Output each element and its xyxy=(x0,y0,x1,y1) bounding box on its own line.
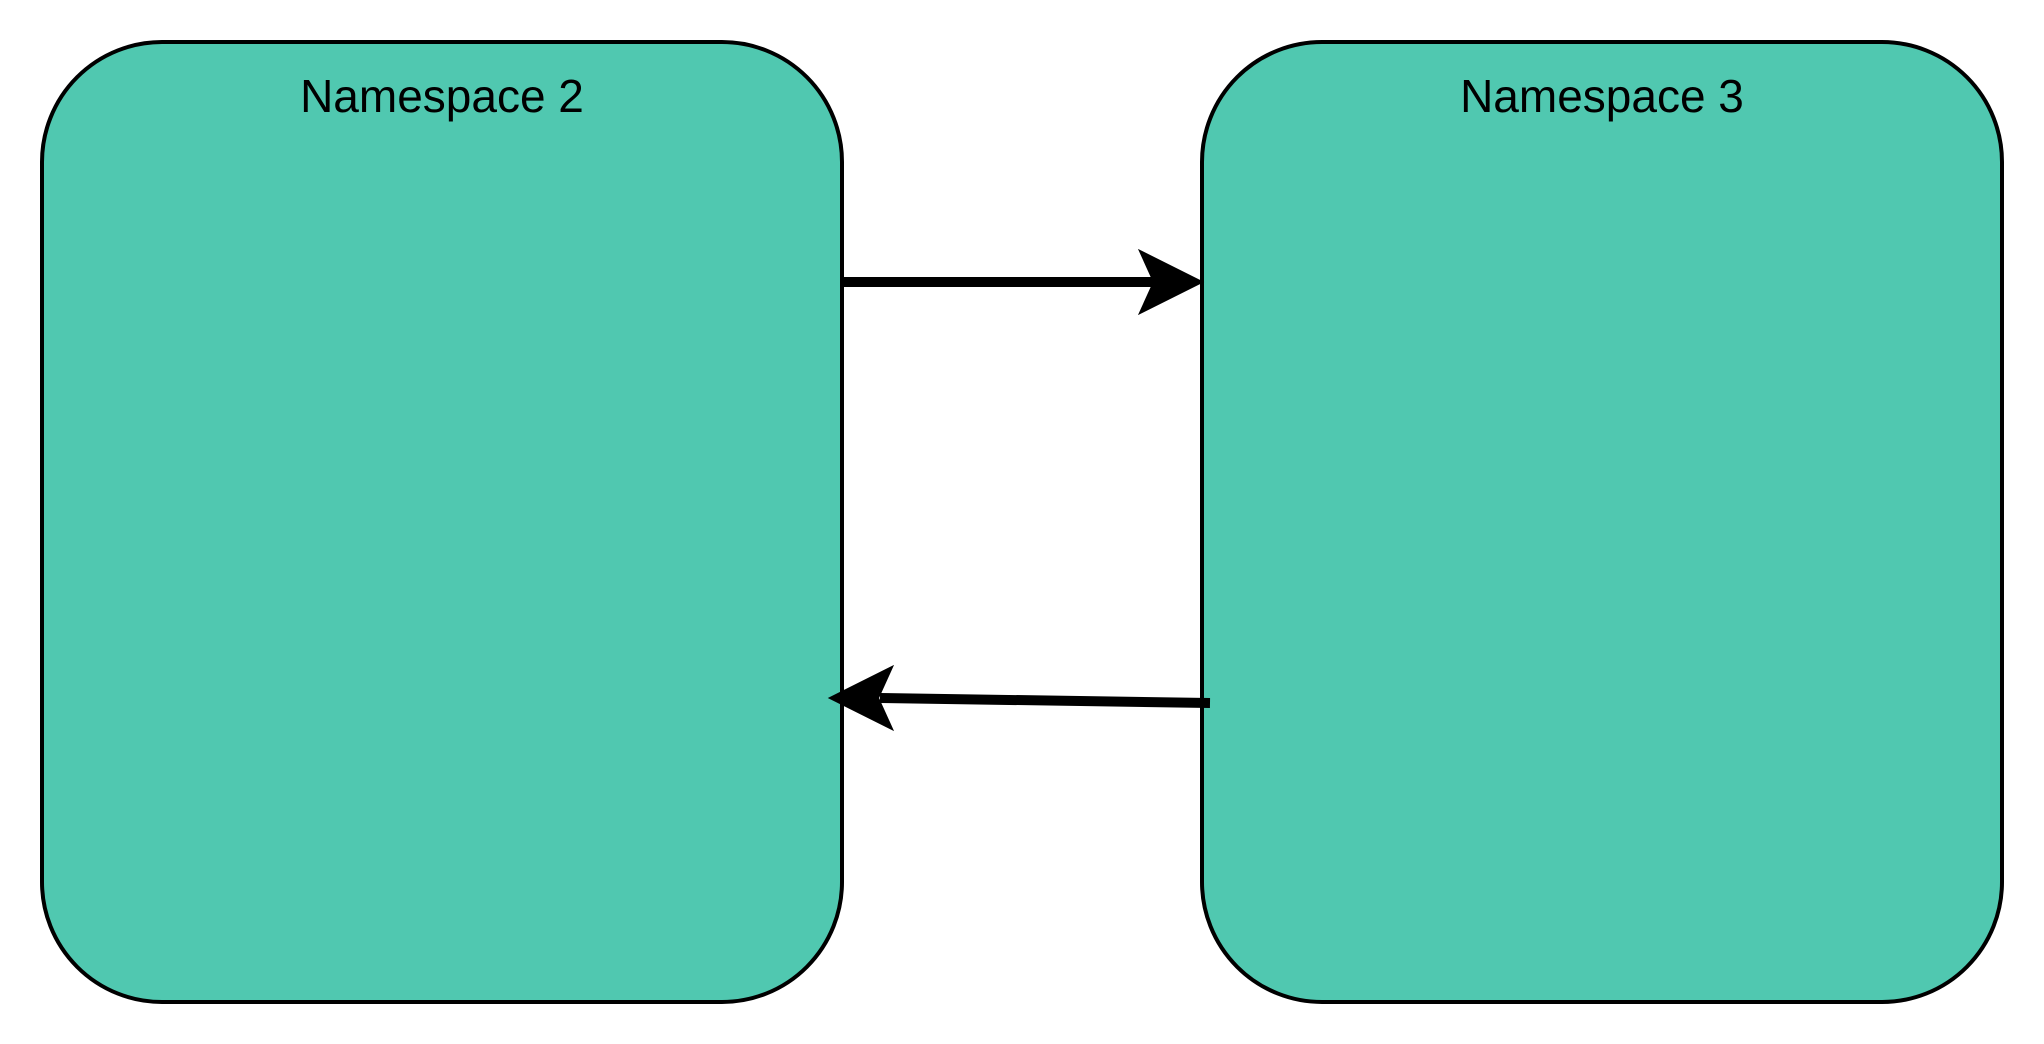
edge-line xyxy=(879,693,1211,708)
edge-namespace-2-to-namespace-3[interactable] xyxy=(842,248,1205,316)
namespace-3-label: Namespace 3 xyxy=(1460,70,1744,122)
namespace-2-node[interactable]: Namespace 2 xyxy=(40,40,844,1004)
arrowhead-left-icon xyxy=(827,664,895,732)
arrowhead-right-icon xyxy=(1137,248,1205,316)
namespace-2-box xyxy=(40,40,844,1004)
edge-namespace-3-to-namespace-2[interactable] xyxy=(827,664,1211,732)
namespace-2-label: Namespace 2 xyxy=(300,70,584,122)
namespace-3-node[interactable]: Namespace 3 xyxy=(1200,40,2004,1004)
namespace-3-box xyxy=(1200,40,2004,1004)
